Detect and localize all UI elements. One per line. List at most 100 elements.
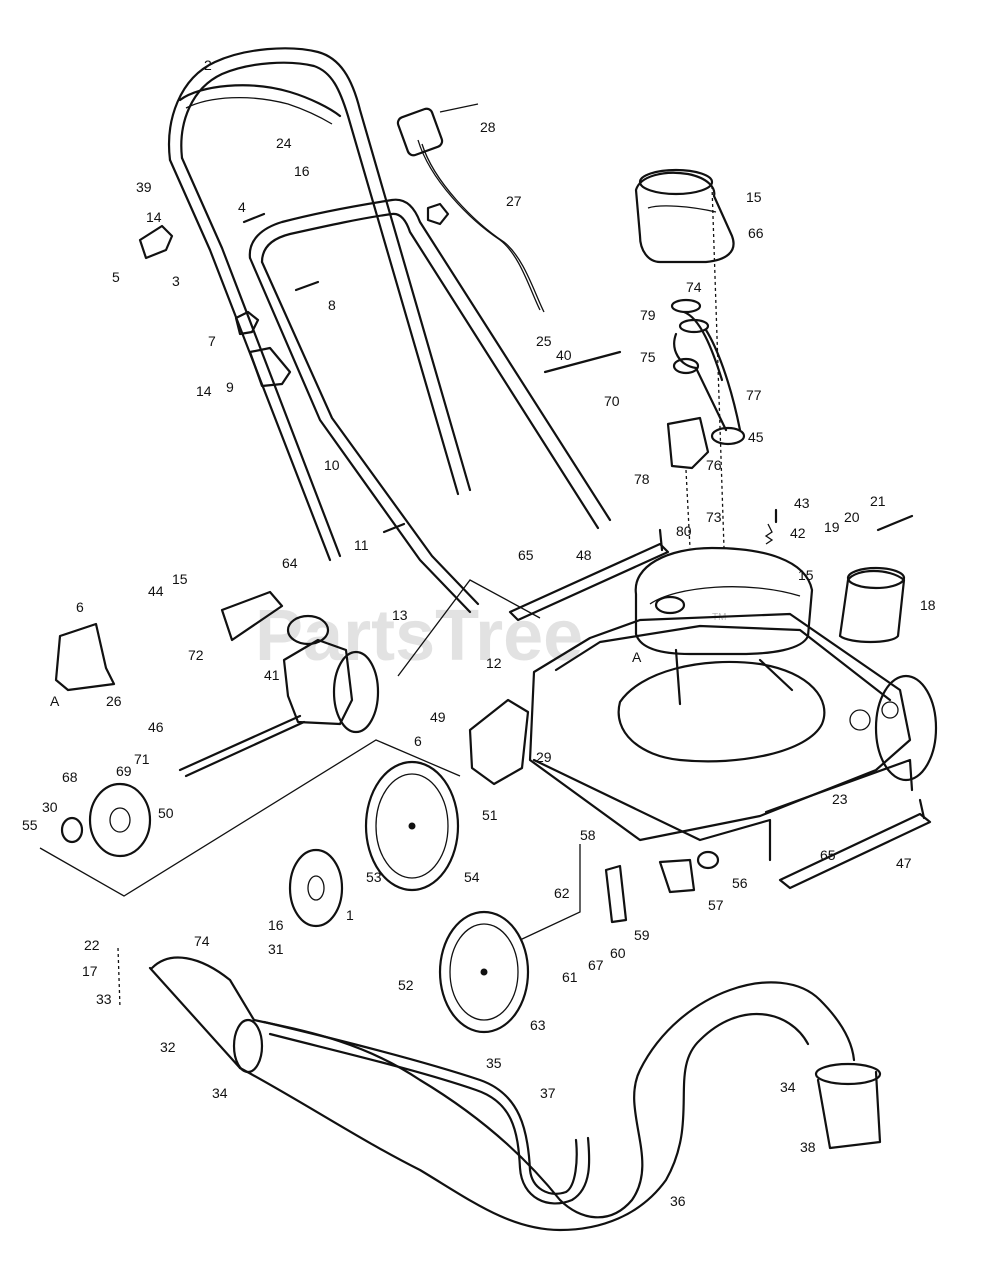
rear-wheel bbox=[438, 910, 530, 1034]
callout-26: 26 bbox=[106, 693, 122, 709]
callout-28: 28 bbox=[480, 119, 496, 135]
callout-75: 75 bbox=[640, 349, 656, 365]
callout-32: 32 bbox=[160, 1039, 176, 1055]
rear-axle-parts bbox=[604, 850, 720, 924]
vacuum-hose bbox=[148, 956, 856, 1232]
guide-lines bbox=[39, 579, 581, 1009]
discharge-chute bbox=[634, 168, 735, 264]
callout-21: 21 bbox=[870, 493, 886, 509]
callout-3: 3 bbox=[172, 273, 180, 289]
callout-55: 55 bbox=[22, 817, 38, 833]
callout-6b: 6 bbox=[414, 733, 422, 749]
callout-45: 45 bbox=[748, 429, 764, 445]
callout-70: 70 bbox=[604, 393, 620, 409]
callout-9: 9 bbox=[226, 379, 234, 395]
callout-25: 25 bbox=[536, 333, 552, 349]
callout-77: 77 bbox=[746, 387, 762, 403]
callout-15b: 15 bbox=[172, 571, 188, 587]
callout-62: 62 bbox=[554, 885, 570, 901]
callout-74b: 74 bbox=[194, 933, 210, 949]
control-cable bbox=[417, 139, 541, 311]
callout-58: 58 bbox=[580, 827, 596, 843]
height-adjust-bracket bbox=[468, 698, 530, 786]
callout-65: 65 bbox=[518, 547, 534, 563]
handle-bracket bbox=[138, 224, 174, 260]
callout-20: 20 bbox=[844, 509, 860, 525]
callout-65b: 65 bbox=[820, 847, 836, 863]
handle-knob bbox=[234, 310, 260, 336]
transmission-bracket bbox=[220, 590, 284, 642]
hose-clamp-right bbox=[814, 1062, 882, 1150]
front-wheel-right bbox=[364, 760, 460, 892]
callout-2: 2 bbox=[204, 57, 212, 73]
engine bbox=[634, 546, 814, 706]
callout-66: 66 bbox=[748, 225, 764, 241]
callout-27: 27 bbox=[506, 193, 522, 209]
wheel-hub-cap bbox=[288, 848, 344, 928]
callout-36: 36 bbox=[670, 1193, 686, 1209]
callout-14: 14 bbox=[146, 209, 162, 225]
callout-59: 59 bbox=[634, 927, 650, 943]
callout-11: 11 bbox=[354, 537, 369, 553]
lower-handle bbox=[248, 198, 612, 614]
callout-1: 1 bbox=[346, 907, 354, 923]
callout-12: 12 bbox=[486, 655, 502, 671]
callout-64: 64 bbox=[282, 555, 298, 571]
callout-44: 44 bbox=[148, 583, 164, 599]
callout-50: 50 bbox=[158, 805, 174, 821]
callout-38: 38 bbox=[800, 1139, 816, 1155]
callout-33: 33 bbox=[96, 991, 112, 1007]
callout-60: 60 bbox=[610, 945, 626, 961]
callout-labels: 2 28 24 16 39 4 14 5 3 27 15 66 8 7 74 7… bbox=[22, 57, 936, 1209]
partstree-watermark: PartsTree bbox=[255, 596, 583, 676]
callout-22: 22 bbox=[84, 937, 100, 953]
blower-cover bbox=[838, 570, 906, 644]
callout-17: 17 bbox=[82, 963, 98, 979]
callout-19: 19 bbox=[824, 519, 840, 535]
chute-mount bbox=[54, 622, 116, 692]
callout-40: 40 bbox=[556, 347, 572, 363]
callout-14b: 14 bbox=[196, 383, 212, 399]
callout-48: 48 bbox=[576, 547, 592, 563]
callout-A-deck: A bbox=[632, 649, 642, 665]
handle-knob-upper bbox=[426, 202, 450, 226]
callout-42: 42 bbox=[790, 525, 806, 541]
callout-5: 5 bbox=[112, 269, 120, 285]
drive-pulley bbox=[60, 782, 152, 858]
callout-41: 41 bbox=[264, 667, 280, 683]
callout-71: 71 bbox=[134, 751, 150, 767]
callout-73: 73 bbox=[706, 509, 722, 525]
callout-63: 63 bbox=[530, 1017, 546, 1033]
control-bar bbox=[396, 103, 479, 157]
mower-deck bbox=[528, 612, 938, 862]
callout-61: 61 bbox=[562, 969, 578, 985]
callout-8: 8 bbox=[328, 297, 336, 313]
callout-35: 35 bbox=[486, 1055, 502, 1071]
callout-29: 29 bbox=[536, 749, 552, 765]
callout-47: 47 bbox=[896, 855, 912, 871]
callout-15: 15 bbox=[746, 189, 762, 205]
callout-23: 23 bbox=[832, 791, 848, 807]
front-axle-bar bbox=[508, 528, 670, 622]
callout-46: 46 bbox=[148, 719, 164, 735]
callout-34: 34 bbox=[212, 1085, 228, 1101]
idler-bracket bbox=[666, 416, 710, 470]
callout-53: 53 bbox=[366, 869, 382, 885]
callout-7: 7 bbox=[208, 333, 216, 349]
callout-10: 10 bbox=[324, 457, 340, 473]
callout-79: 79 bbox=[640, 307, 656, 323]
callout-72: 72 bbox=[188, 647, 204, 663]
callout-34b: 34 bbox=[780, 1079, 796, 1095]
wand-tube bbox=[262, 1020, 591, 1205]
belt-drive bbox=[670, 298, 746, 446]
callout-43: 43 bbox=[794, 495, 810, 511]
handle-bolts bbox=[242, 212, 622, 534]
callout-31: 31 bbox=[268, 941, 284, 957]
callout-24: 24 bbox=[276, 135, 292, 151]
callout-A-mount: A bbox=[50, 693, 60, 709]
callout-76: 76 bbox=[706, 457, 722, 473]
callout-30: 30 bbox=[42, 799, 58, 815]
callout-57: 57 bbox=[708, 897, 724, 913]
callout-67: 67 bbox=[588, 957, 604, 973]
